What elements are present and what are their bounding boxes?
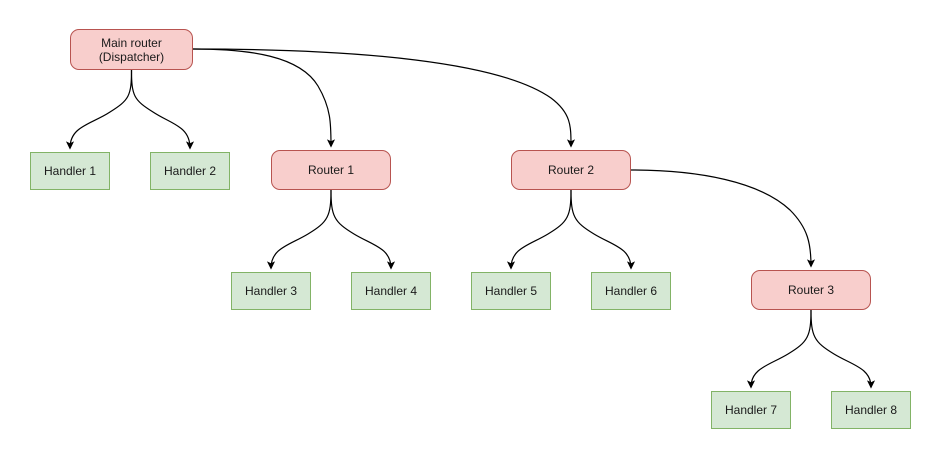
node-label-handler-4: Handler 4: [364, 284, 418, 298]
node-router-2[interactable]: Router 2: [511, 150, 631, 190]
node-label-handler-2: Handler 2: [163, 164, 217, 178]
node-label-handler-6: Handler 6: [604, 284, 658, 298]
edge-main-to-router-1: [192, 48, 336, 148]
edge-router-2-to-router-3: [630, 169, 816, 268]
node-handler-8[interactable]: Handler 8: [831, 391, 911, 429]
node-handler-4[interactable]: Handler 4: [351, 272, 431, 310]
node-label-router-3: Router 3: [787, 283, 835, 297]
node-label-handler-3: Handler 3: [244, 284, 298, 298]
edge-main-to-handler-2: [130, 69, 195, 150]
node-label-handler-8: Handler 8: [844, 403, 898, 417]
edge-router-1-to-handler-3: [266, 189, 332, 270]
node-handler-1[interactable]: Handler 1: [30, 152, 110, 190]
node-handler-6[interactable]: Handler 6: [591, 272, 671, 310]
node-main-router[interactable]: Main router (Dispatcher): [70, 29, 193, 70]
node-router-3[interactable]: Router 3: [751, 270, 871, 310]
edge-router-2-to-handler-6: [570, 189, 636, 270]
edge-router-3-to-handler-7: [746, 309, 812, 389]
node-handler-3[interactable]: Handler 3: [231, 272, 311, 310]
node-router-1[interactable]: Router 1: [271, 150, 391, 190]
node-label-handler-5: Handler 5: [484, 284, 538, 298]
node-label-router-1: Router 1: [307, 163, 355, 177]
node-handler-5[interactable]: Handler 5: [471, 272, 551, 310]
edge-paths: [65, 48, 876, 389]
edge-router-2-to-handler-5: [506, 189, 572, 270]
node-label-router-2: Router 2: [547, 163, 595, 177]
edge-main-to-router-2: [192, 48, 576, 148]
node-handler-2[interactable]: Handler 2: [150, 152, 230, 190]
node-label-handler-7: Handler 7: [724, 403, 778, 417]
edge-main-to-handler-1: [65, 69, 133, 150]
node-label-main-router: Main router (Dispatcher): [98, 35, 165, 64]
node-handler-7[interactable]: Handler 7: [711, 391, 791, 429]
edge-router-1-to-handler-4: [330, 189, 396, 270]
edge-router-3-to-handler-8: [810, 309, 876, 389]
node-label-handler-1: Handler 1: [43, 164, 97, 178]
